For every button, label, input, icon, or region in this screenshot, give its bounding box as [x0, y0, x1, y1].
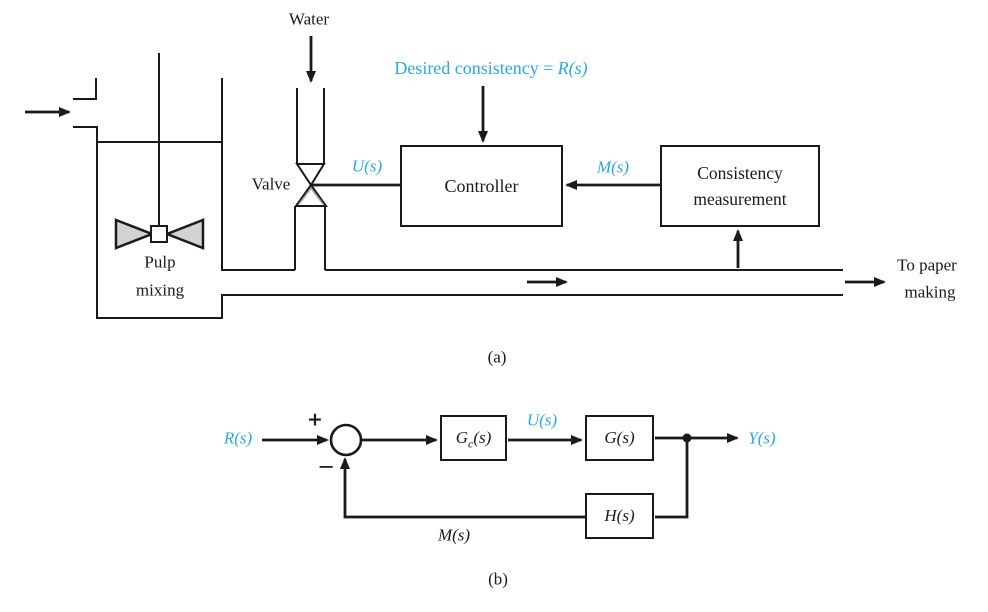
m-signal-label-b: M(s)	[437, 525, 471, 545]
minus-sign: −	[317, 454, 335, 479]
water-label: Water	[288, 9, 330, 29]
gc-block: Gc(s)	[440, 415, 507, 461]
desired-consistency-label: Desired consistency =	[394, 58, 554, 79]
m-signal-label-a: M(s)	[596, 157, 630, 177]
pulp-mixing-label-line2: mixing	[135, 280, 185, 300]
desired-consistency-rs: R(s)	[557, 58, 588, 79]
part-a-arrows	[25, 36, 886, 287]
consistency-measurement-line2: measurement	[693, 189, 787, 209]
r-signal-label-b: R(s)	[223, 428, 253, 448]
to-paper-label-line1: To paper	[897, 255, 957, 275]
u-signal-label-b: U(s)	[526, 410, 558, 430]
valve-drop-pipe	[294, 206, 326, 270]
valve-upper-cone	[295, 163, 326, 187]
valve-label: Valve	[251, 174, 291, 194]
plus-sign: +	[307, 408, 323, 431]
pulp-mixing-label-line1: Pulp	[144, 252, 176, 272]
water-funnel	[296, 88, 325, 164]
part-b-lines	[262, 433, 739, 519]
caption-a: (a)	[487, 347, 507, 367]
controller-block: Controller	[400, 145, 563, 227]
g-label: G(s)	[604, 428, 635, 448]
tank-inlet-upper-lip	[73, 78, 97, 100]
pulp-tank	[73, 53, 843, 319]
consistency-measurement-line1: Consistency	[697, 162, 783, 183]
valve-assembly	[294, 88, 328, 270]
tank-wall-and-pipe-bottom	[73, 126, 843, 319]
feedback-to-summer-arrow	[340, 457, 585, 519]
takeoff-point-dot	[682, 433, 692, 443]
takeoff-to-h-line	[655, 438, 689, 519]
u-signal-label-a: U(s)	[351, 156, 383, 176]
impeller-icon	[114, 218, 205, 250]
to-paper-label-line2: making	[904, 282, 956, 302]
gc-label: Gc(s)	[455, 428, 492, 451]
consistency-measurement-block: Consistency measurement	[660, 145, 820, 227]
g-block: G(s)	[585, 415, 654, 461]
caption-b: (b)	[488, 569, 508, 589]
y-signal-label-b: Y(s)	[748, 428, 776, 448]
h-label: H(s)	[604, 506, 635, 526]
valve-lower-cone	[294, 183, 328, 207]
controller-label: Controller	[444, 175, 519, 196]
valve-shading	[298, 186, 324, 205]
h-block: H(s)	[585, 493, 654, 539]
summing-junction	[329, 423, 363, 457]
